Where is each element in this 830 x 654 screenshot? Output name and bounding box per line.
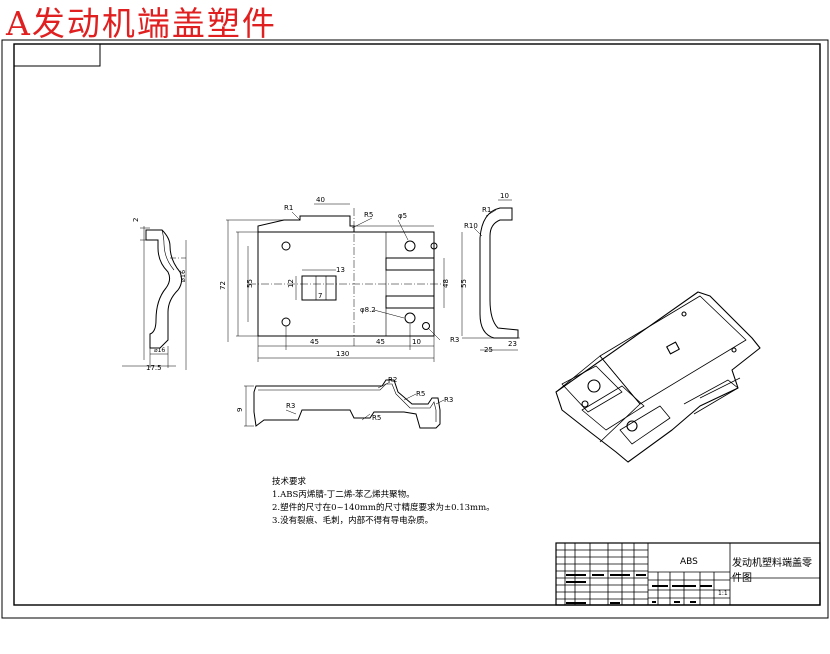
dim-12: 12 <box>287 279 295 288</box>
dim-7: 7 <box>318 292 322 300</box>
dim-R3: R3 <box>450 336 459 344</box>
dim-25: 25 <box>484 346 493 354</box>
dim-R1: R1 <box>284 204 293 212</box>
notes-line-3: 3.没有裂痕、毛刺，内部不得有导电杂质。 <box>272 516 434 526</box>
dim-72: 72 <box>219 281 227 290</box>
part-name-label: 发动机塑料端盖零件图 <box>732 558 812 584</box>
dim-55-right: 55 <box>460 279 468 288</box>
dim-13: 13 <box>336 266 345 274</box>
part-name-box: 发动机塑料端盖零件图 <box>732 558 812 584</box>
dim-R3-section-left: R3 <box>286 402 295 410</box>
dim-23: 23 <box>508 340 517 348</box>
dim-9: 9 <box>236 408 244 412</box>
notes-line-1: 1.ABS丙烯腈-丁二烯-苯乙烯共聚物。 <box>272 490 415 500</box>
dim-2: 2 <box>132 218 140 222</box>
dim-R2: R2 <box>388 376 397 384</box>
dim-130: 130 <box>336 350 349 358</box>
dim-17-5: 17.5 <box>146 364 162 372</box>
section-view-bottom <box>244 379 445 429</box>
dim-45-right: 45 <box>376 338 385 346</box>
front-view <box>226 203 463 362</box>
dim-55-left: 55 <box>246 279 254 288</box>
dim-phi5: φ5 <box>398 212 407 220</box>
dim-side-left-label: ⌀16 <box>179 270 187 282</box>
scale-label: 1:1 <box>718 590 728 597</box>
dim-48: 48 <box>442 279 450 288</box>
material-label: ABS <box>680 557 698 567</box>
notes-heading: 技术要求 <box>272 477 307 487</box>
drawing-number-box <box>13 43 101 67</box>
dim-R1-right: R1 <box>482 206 491 214</box>
dim-R10: R10 <box>464 222 478 230</box>
dim-40: 40 <box>316 196 325 204</box>
dim-R3-section: R3 <box>444 396 453 404</box>
dim-R5: R5 <box>364 211 373 219</box>
dim-R5-section-bottom: R5 <box>372 414 381 422</box>
inner-frame <box>13 43 821 606</box>
dim-10-right: 10 <box>500 192 509 200</box>
dim-side-base: ⌀16 <box>154 347 165 354</box>
notes-line-2: 2.塑件的尺寸在0~140mm的尺寸精度要求为±0.13mm。 <box>272 503 495 513</box>
dim-10: 10 <box>412 338 421 346</box>
page-title: A发动机端盖塑件 <box>6 4 277 43</box>
side-view-left <box>122 226 187 370</box>
technical-notes: 技术要求 1.ABS丙烯腈-丁二烯-苯乙烯共聚物。 2.塑件的尺寸在0~140m… <box>272 476 495 528</box>
dim-phi8-2: φ8.2 <box>360 306 376 314</box>
dim-45-left: 45 <box>310 338 319 346</box>
outer-frame <box>1 39 829 619</box>
side-view-right <box>462 199 520 351</box>
isometric-view <box>555 291 761 463</box>
dim-R5-section: R5 <box>416 390 425 398</box>
title-block-cell-marks <box>566 574 712 604</box>
